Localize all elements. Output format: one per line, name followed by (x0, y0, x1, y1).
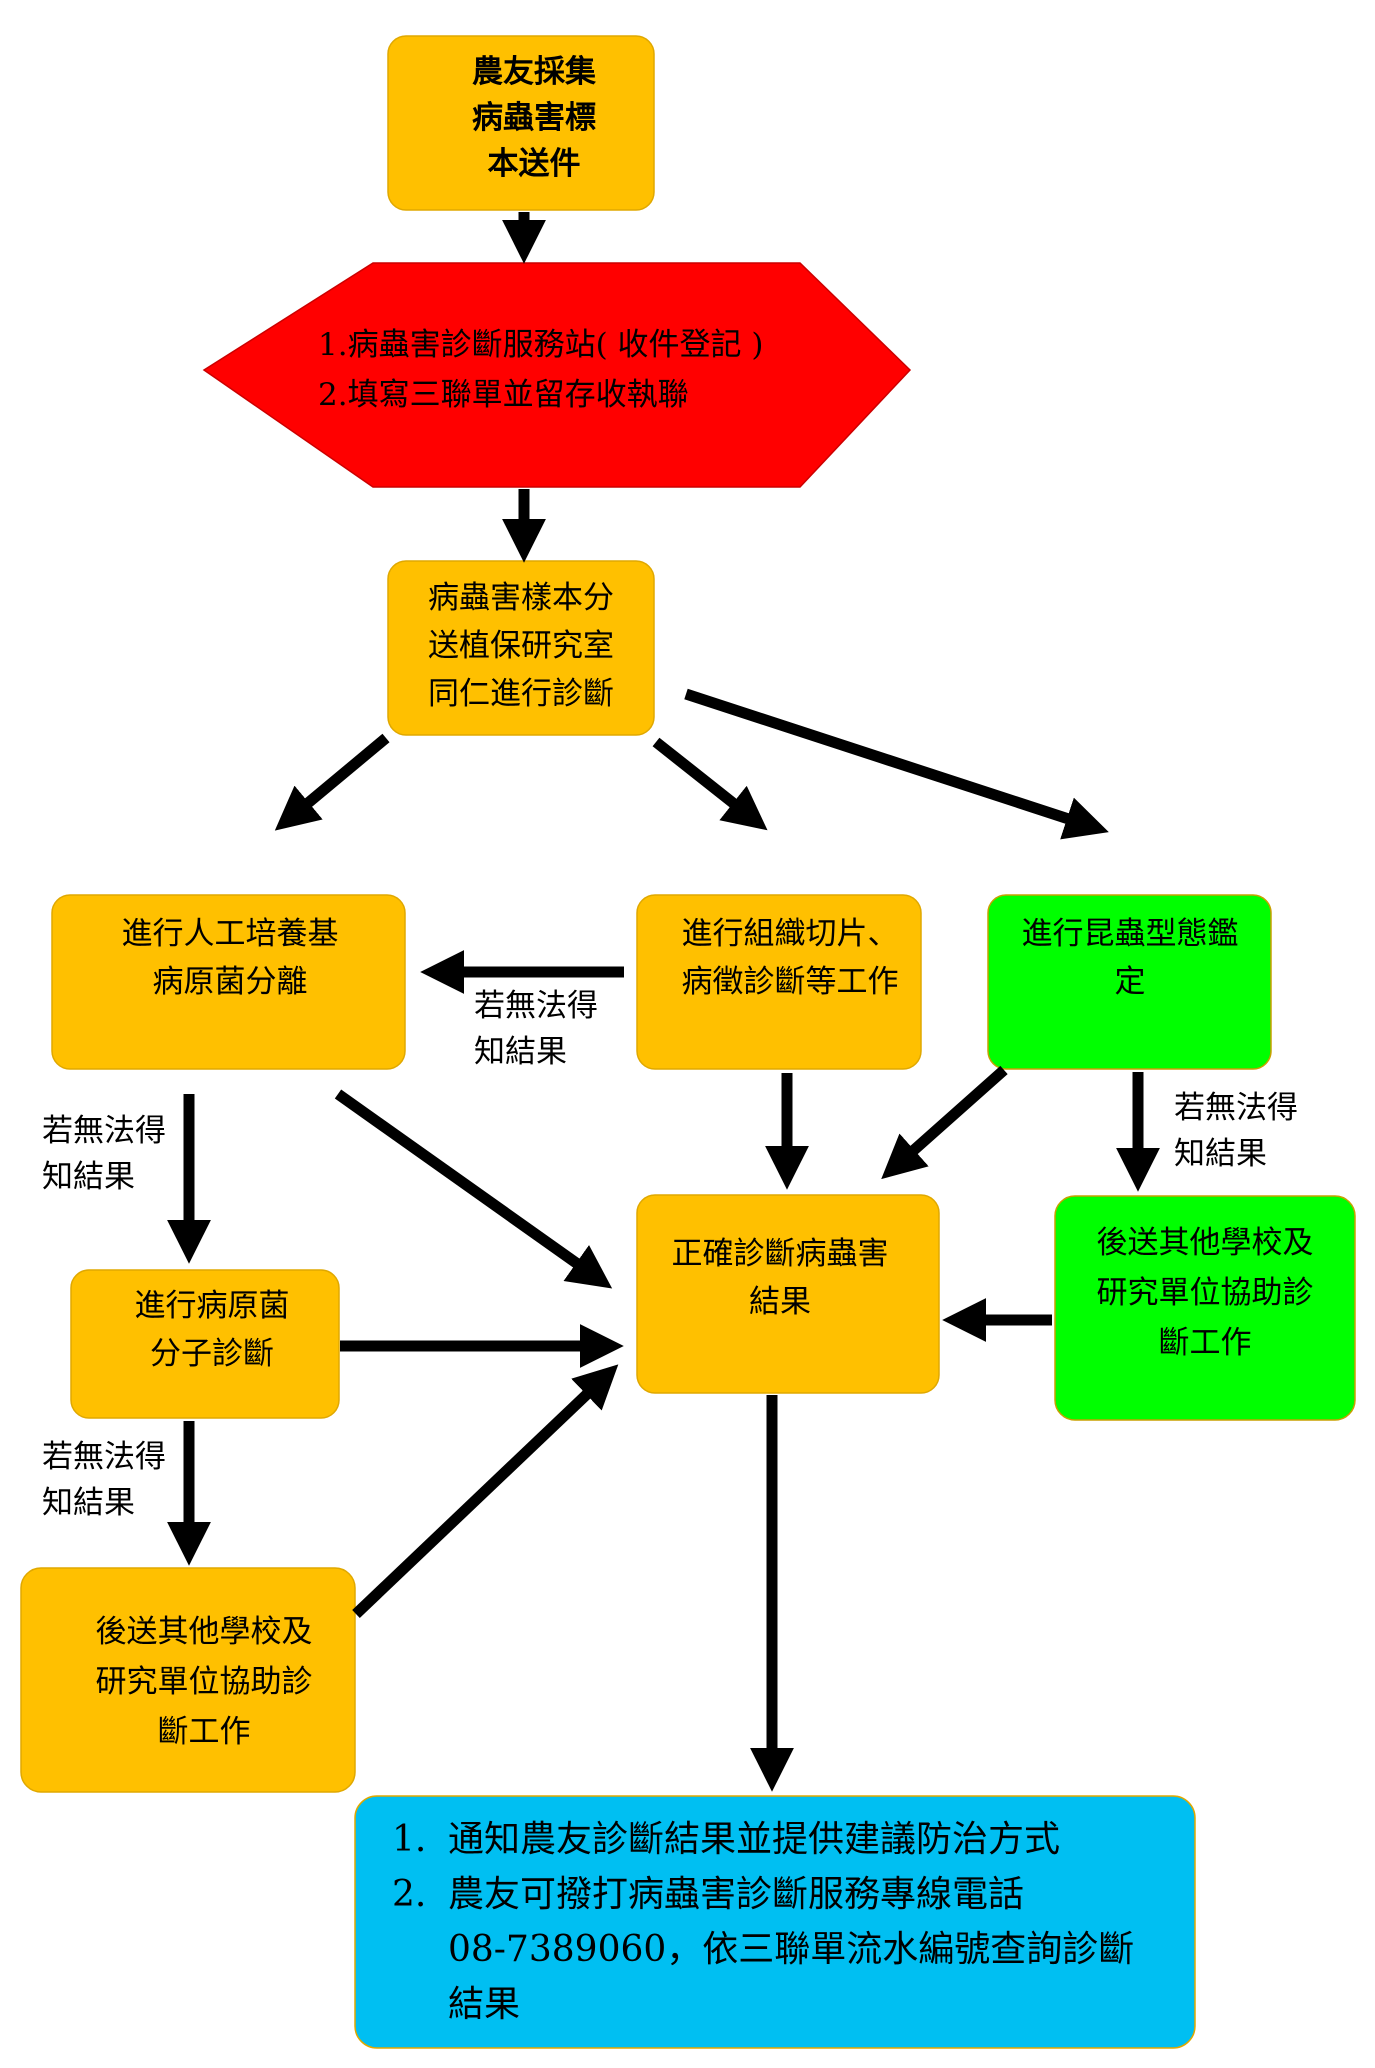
text-line: 病原菌分離 (153, 964, 308, 1000)
text-line: 進行病原菌 (135, 1288, 290, 1324)
result-node-text: 正確診斷病蟲害結果 (672, 1236, 889, 1320)
arrow-culture-to-result (334, 1089, 613, 1289)
notify-node (354, 1795, 1196, 2049)
text-line: 斷工作 (1159, 1325, 1252, 1361)
notify-item-number: 1. (392, 1819, 426, 1860)
molecular-node-text: 進行病原菌分子診斷 (135, 1288, 290, 1372)
result-node (636, 1194, 940, 1394)
other-left-node-text: 後送其他學校及研究單位協助診斷工作 (96, 1614, 313, 1750)
text-line: 正確診斷病蟲害 (672, 1236, 889, 1272)
text-line: 農友採集 (472, 54, 596, 90)
other-left-node (20, 1567, 356, 1793)
text-line: 病蟲害標 (472, 100, 596, 136)
start-node (387, 35, 655, 211)
text-line: 斷工作 (158, 1714, 251, 1750)
text-line: 後送其他學校及 (96, 1614, 313, 1650)
text-line: 知結果 (1174, 1136, 1267, 1172)
text-line: 進行昆蟲型態鑑 (1022, 916, 1239, 952)
text-line: 送植保研究室 (428, 628, 614, 664)
culture-node-text: 進行人工培養基病原菌分離 (122, 916, 339, 1000)
text-line: 研究單位協助診 (96, 1664, 313, 1700)
arrow-dispatch-to-culture (274, 733, 390, 831)
tissue-node-text: 進行組織切片、病徵診斷等工作 (682, 916, 899, 1000)
text-line: 若無法得 (42, 1113, 166, 1149)
register-node-text: 1.病蟲害診斷服務站( 收件登記 ) 2.填寫三聯單並留存收執聯 (318, 327, 763, 413)
note-tissue-to-culture: 若無法得知結果 (474, 988, 598, 1070)
text-line: 同仁進行診斷 (428, 676, 614, 712)
notify-item-line: 農友可撥打病蟲害診斷服務專線電話 (448, 1874, 1024, 1915)
notify-item-line: 08-7389060，依三聯單流水編號查詢診斷 (448, 1929, 1134, 1970)
note-culture-to-molecular: 若無法得知結果 (42, 1113, 166, 1195)
other-right-node-text: 後送其他學校及研究單位協助診斷工作 (1097, 1225, 1314, 1361)
notify-item-number: 2. (392, 1874, 426, 1915)
text-line: 進行人工培養基 (122, 916, 339, 952)
text-line: 若無法得 (1174, 1090, 1298, 1126)
dispatch-node-text: 病蟲害樣本分送植保研究室同仁進行診斷 (428, 580, 614, 712)
insect-node (987, 894, 1272, 1070)
text-line: 本送件 (488, 146, 581, 182)
arrow-insect-to-result (881, 1065, 1008, 1180)
text-line: 若無法得 (42, 1439, 166, 1475)
note-molecular-to-other: 若無法得知結果 (42, 1439, 166, 1521)
text-line: 2.填寫三聯單並留存收執聯 (318, 377, 689, 413)
notify-item-line: 通知農友診斷結果並提供建議防治方式 (448, 1819, 1060, 1860)
notify-node-text: 1. 通知農友診斷結果並提供建議防治方式 2. 農友可撥打病蟲害診斷服務專線電話 08-… (392, 1819, 1134, 2025)
text-line: 知結果 (42, 1485, 135, 1521)
text-line: 進行組織切片、 (682, 916, 899, 952)
tissue-node (636, 894, 922, 1070)
molecular-node (70, 1269, 340, 1419)
note-insect-to-other: 若無法得知結果 (1174, 1090, 1298, 1172)
register-node (202, 262, 912, 488)
other-right-node (1054, 1195, 1356, 1421)
text-line: 1.病蟲害診斷服務站( 收件登記 ) (318, 327, 763, 363)
text-line: 病徵診斷等工作 (682, 964, 899, 1000)
culture-node (51, 894, 406, 1070)
start-node-text: 農友採集病蟲害標本送件 (472, 54, 596, 182)
arrow-other-left-to-result (352, 1364, 619, 1618)
notify-item-line: 結果 (448, 1984, 520, 2025)
text-line: 若無法得 (474, 988, 598, 1024)
text-line: 分子診斷 (150, 1336, 274, 1372)
text-line: 結果 (749, 1284, 811, 1320)
text-line: 知結果 (474, 1034, 567, 1070)
arrow-dispatch-to-insect (684, 688, 1109, 840)
text-line: 定 (1115, 964, 1146, 1000)
text-line: 後送其他學校及 (1097, 1225, 1314, 1261)
text-line: 病蟲害樣本分 (428, 580, 614, 616)
text-line: 知結果 (42, 1159, 135, 1195)
arrow-dispatch-to-tissue (652, 737, 768, 831)
insect-node-text: 進行昆蟲型態鑑定 (1022, 916, 1239, 1000)
text-line: 研究單位協助診 (1097, 1275, 1314, 1311)
